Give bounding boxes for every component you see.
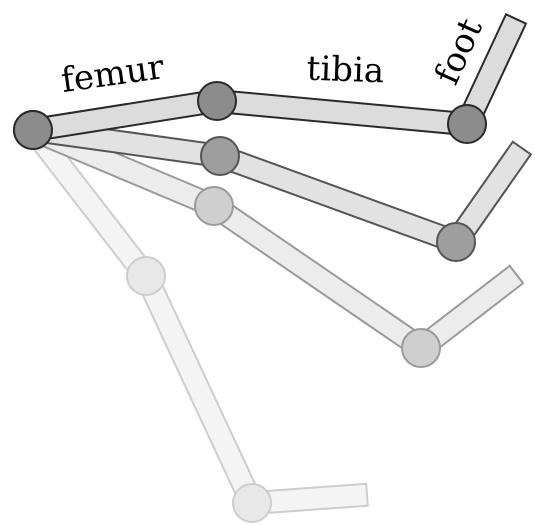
leg-pose-1 <box>13 12 528 150</box>
knee-joint-pose-1 <box>197 81 237 121</box>
knee-joint-pose-4 <box>126 256 166 296</box>
knee-joint-pose-3 <box>194 186 234 226</box>
tibia-label: tibia <box>306 49 385 92</box>
ankle-joint-pose-4 <box>232 483 272 523</box>
ankle-joint-pose-3 <box>401 328 441 368</box>
ankle-joint-pose-1 <box>447 104 487 144</box>
hip-joint-pose-1 <box>13 110 53 150</box>
ankle-joint-pose-2 <box>436 222 476 262</box>
knee-joint-pose-2 <box>200 136 240 176</box>
